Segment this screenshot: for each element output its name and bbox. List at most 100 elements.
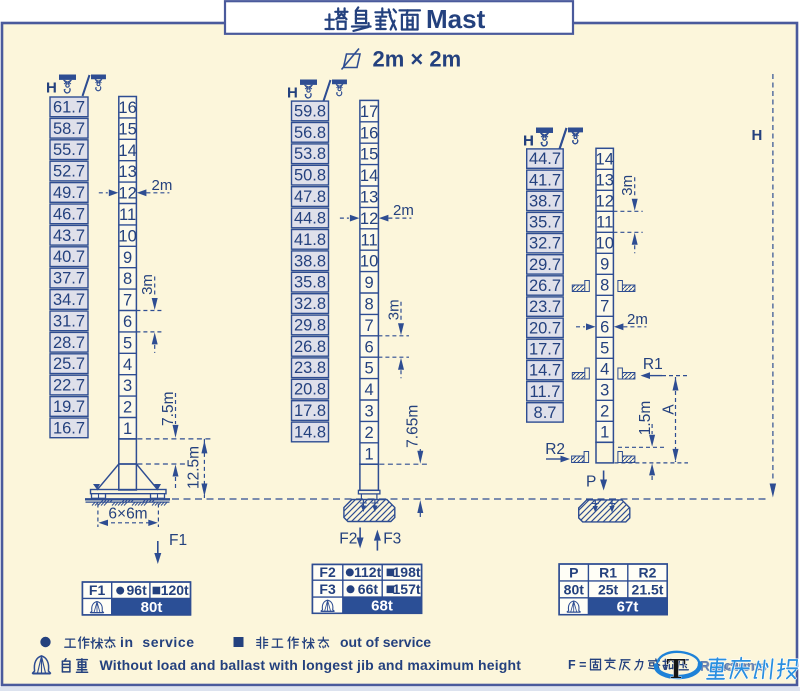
svg-text:67t: 67t <box>617 598 639 615</box>
svg-text:41.7: 41.7 <box>529 171 561 189</box>
svg-text:7: 7 <box>600 298 609 316</box>
svg-text:96t: 96t <box>127 582 148 598</box>
svg-text:8.7: 8.7 <box>534 404 557 422</box>
svg-text:1: 1 <box>123 420 132 438</box>
svg-text:3m: 3m <box>139 274 156 295</box>
svg-text:H: H <box>46 80 57 97</box>
svg-text:5: 5 <box>123 334 132 352</box>
svg-text:3: 3 <box>365 403 374 421</box>
svg-text:10: 10 <box>360 253 378 271</box>
svg-text:25.7: 25.7 <box>53 355 85 373</box>
svg-text:Without load and ballast with: Without load and ballast with longest ji… <box>100 657 522 673</box>
svg-text:34.7: 34.7 <box>53 291 85 309</box>
svg-text:38.7: 38.7 <box>529 192 561 210</box>
svg-text:19.7: 19.7 <box>53 398 85 416</box>
svg-text:9: 9 <box>123 249 132 267</box>
svg-text:10: 10 <box>118 227 136 245</box>
svg-text:29.8: 29.8 <box>294 316 326 334</box>
svg-text:P: P <box>569 565 578 581</box>
svg-text:44.8: 44.8 <box>294 210 326 228</box>
svg-text:13: 13 <box>596 172 614 190</box>
svg-text:12: 12 <box>360 210 378 228</box>
svg-text:3m: 3m <box>386 299 403 320</box>
svg-text:5: 5 <box>600 340 609 358</box>
svg-text:2m: 2m <box>152 177 173 194</box>
svg-text:14: 14 <box>118 142 136 160</box>
svg-text:44.7: 44.7 <box>529 150 561 168</box>
svg-text:80t: 80t <box>564 582 585 598</box>
svg-text:4: 4 <box>123 356 132 374</box>
svg-text:R2: R2 <box>639 565 657 581</box>
svg-text:40.7: 40.7 <box>53 248 85 266</box>
svg-text:2m × 2m: 2m × 2m <box>373 47 462 72</box>
svg-text:H: H <box>752 127 763 144</box>
svg-text:7: 7 <box>123 292 132 310</box>
svg-text:1: 1 <box>600 424 609 442</box>
svg-text:47.8: 47.8 <box>294 188 326 206</box>
svg-text:16: 16 <box>118 99 136 117</box>
svg-text:28.7: 28.7 <box>53 334 85 352</box>
svg-text:H: H <box>523 133 534 150</box>
svg-text:7.5m: 7.5m <box>160 391 177 425</box>
svg-text:6: 6 <box>600 319 609 337</box>
svg-text:112t: 112t <box>354 564 382 580</box>
svg-text:3: 3 <box>123 377 132 395</box>
svg-text:F1: F1 <box>89 582 106 598</box>
svg-text:9: 9 <box>365 274 374 292</box>
svg-text:2: 2 <box>123 399 132 417</box>
svg-text:8: 8 <box>600 277 609 295</box>
svg-text:11.7: 11.7 <box>530 383 561 401</box>
svg-text:8: 8 <box>123 270 132 288</box>
svg-text:46.7: 46.7 <box>53 205 85 223</box>
svg-text:R1: R1 <box>599 565 617 581</box>
svg-text:50.8: 50.8 <box>294 167 326 185</box>
svg-text:41.8: 41.8 <box>294 231 326 249</box>
svg-text:35.7: 35.7 <box>529 214 561 232</box>
svg-text:43.7: 43.7 <box>53 227 85 245</box>
svg-text:8: 8 <box>365 296 374 314</box>
svg-text:15: 15 <box>118 120 136 138</box>
svg-text:59.8: 59.8 <box>294 102 326 120</box>
svg-text:2m: 2m <box>393 202 414 219</box>
svg-text:14.7: 14.7 <box>529 362 561 380</box>
svg-text:120t: 120t <box>161 582 189 598</box>
svg-text:198t: 198t <box>393 564 421 580</box>
svg-text:11: 11 <box>361 231 378 249</box>
svg-text:6: 6 <box>365 338 374 356</box>
svg-text:10: 10 <box>596 235 614 253</box>
svg-text:26.8: 26.8 <box>294 338 326 356</box>
svg-text:14.8: 14.8 <box>294 423 326 441</box>
svg-text:4: 4 <box>600 361 609 379</box>
svg-text:4: 4 <box>365 381 374 399</box>
svg-text:7.65m: 7.65m <box>405 405 422 448</box>
svg-text:2m: 2m <box>627 311 648 328</box>
svg-text:2: 2 <box>600 403 609 421</box>
svg-text:14: 14 <box>596 151 614 169</box>
svg-text:14: 14 <box>360 167 378 185</box>
svg-text:F1: F1 <box>169 532 187 549</box>
svg-text:13: 13 <box>360 189 378 207</box>
svg-text:H: H <box>287 85 298 102</box>
svg-text:17: 17 <box>360 103 378 121</box>
svg-text:in service: in service <box>120 634 195 650</box>
svg-text:17.8: 17.8 <box>294 402 326 420</box>
svg-text:3m: 3m <box>619 175 636 196</box>
svg-text:11: 11 <box>119 206 136 224</box>
svg-text:3: 3 <box>600 382 609 400</box>
svg-text:49.7: 49.7 <box>53 184 85 202</box>
svg-text:21.5t: 21.5t <box>632 582 664 598</box>
svg-text:26.7: 26.7 <box>529 277 561 295</box>
svg-text:15: 15 <box>360 146 378 164</box>
svg-text:32.7: 32.7 <box>529 235 561 253</box>
svg-text:12: 12 <box>596 193 614 211</box>
svg-text:38.8: 38.8 <box>294 252 326 270</box>
svg-text:2: 2 <box>365 424 374 442</box>
svg-text:5: 5 <box>365 360 374 378</box>
svg-text:58.7: 58.7 <box>53 120 85 138</box>
svg-text:H: H <box>523 133 534 150</box>
svg-text:35.8: 35.8 <box>294 274 326 292</box>
svg-text:R1: R1 <box>643 356 663 373</box>
svg-text:12.5m: 12.5m <box>186 446 203 489</box>
svg-text:16.7: 16.7 <box>53 419 85 437</box>
svg-text:37.7: 37.7 <box>53 270 85 288</box>
